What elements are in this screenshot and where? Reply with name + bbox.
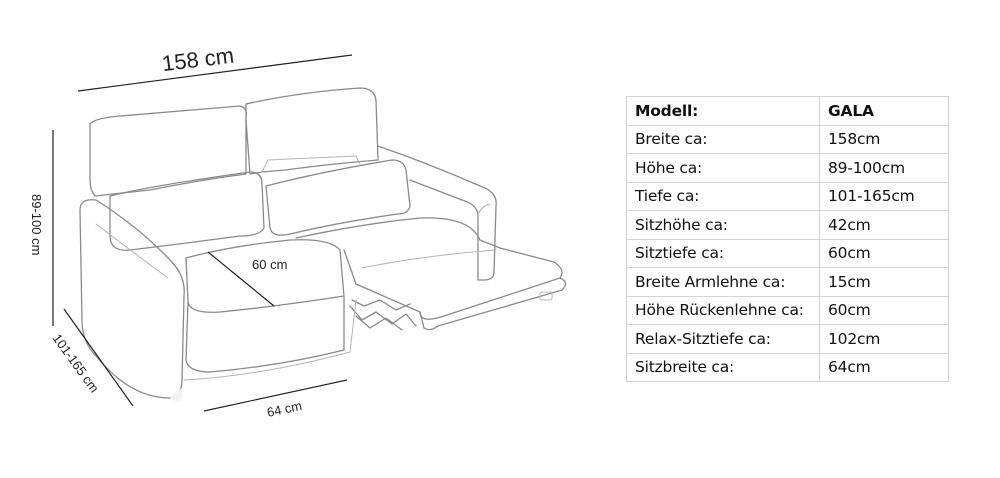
armrest-right xyxy=(377,145,497,281)
spec-label: Breite Armlehne ca: xyxy=(626,267,820,297)
spec-label: Höhe ca: xyxy=(626,153,820,183)
table-row: Tiefe ca: 101-165cm xyxy=(626,181,949,211)
sofa-illustration xyxy=(79,87,567,401)
spec-label: Sitzhöhe ca: xyxy=(626,210,820,240)
spec-value: 101-165cm xyxy=(819,181,949,211)
spec-table: Modell: GALA Breite ca: 158cm Höhe ca: 8… xyxy=(626,96,949,382)
seat-cushion-left xyxy=(185,239,345,313)
back-cushion-left xyxy=(89,105,248,197)
recliner-mechanism xyxy=(349,299,417,331)
spec-value: 89-100cm xyxy=(819,153,949,183)
spec-table-header: Modell: GALA xyxy=(626,96,949,126)
dimension-height-label: 89-100 cm xyxy=(29,194,44,255)
table-row: Höhe ca: 89-100cm xyxy=(626,153,949,183)
pillow-right xyxy=(265,159,411,236)
spec-label: Höhe Rückenlehne ca: xyxy=(626,295,820,325)
spec-value: 42cm xyxy=(819,210,949,240)
dimension-depth-label: 101-165 cm xyxy=(50,331,102,395)
spec-label: Sitzbreite ca: xyxy=(626,352,820,382)
seat-cushion-right xyxy=(295,217,563,320)
spec-value: 64cm xyxy=(819,352,949,382)
pillow-left xyxy=(109,171,265,251)
foot-right xyxy=(539,291,553,301)
table-row: Sitzhöhe ca: 42cm xyxy=(626,210,949,240)
spec-label: Tiefe ca: xyxy=(626,181,820,211)
table-row: Breite Armlehne ca: 15cm xyxy=(626,267,949,297)
spec-value: 15cm xyxy=(819,267,949,297)
table-row: Sitztiefe ca: 60cm xyxy=(626,238,949,268)
dimension-seat-width: 64 cm xyxy=(203,379,348,420)
spec-value: 102cm xyxy=(819,324,949,354)
spec-value: GALA xyxy=(819,96,949,126)
back-cushion-right xyxy=(245,87,379,175)
dimension-width-label: 158 cm xyxy=(161,43,236,77)
armrest-left xyxy=(79,199,185,399)
dimension-seat-depth-label: 60 cm xyxy=(252,257,287,272)
table-row: Höhe Rückenlehne ca: 60cm xyxy=(626,295,949,325)
table-row: Breite ca: 158cm xyxy=(626,124,949,154)
spec-label: Sitztiefe ca: xyxy=(626,238,820,268)
table-row: Sitzbreite ca: 64cm xyxy=(626,352,949,382)
spec-label: Modell: xyxy=(626,96,820,126)
dimension-width: 158 cm xyxy=(77,43,353,92)
spec-value: 158cm xyxy=(819,124,949,154)
spec-label: Relax-Sitztiefe ca: xyxy=(626,324,820,354)
sofa-sketch-svg: 158 cm 89-100 cm 101-165 cm 60 cm 64 cm xyxy=(29,43,567,420)
dimension-height: 89-100 cm xyxy=(29,130,54,326)
sofa-diagram: 158 cm 89-100 cm 101-165 cm 60 cm 64 cm xyxy=(29,43,567,420)
table-row: Relax-Sitztiefe ca: 102cm xyxy=(626,324,949,354)
dimension-depth: 101-165 cm xyxy=(50,308,134,407)
spec-label: Breite ca: xyxy=(626,124,820,154)
spec-value: 60cm xyxy=(819,295,949,325)
dimension-seat-depth: 60 cm xyxy=(207,251,287,307)
dimension-seat-width-label: 64 cm xyxy=(266,398,304,420)
spec-value: 60cm xyxy=(819,238,949,268)
